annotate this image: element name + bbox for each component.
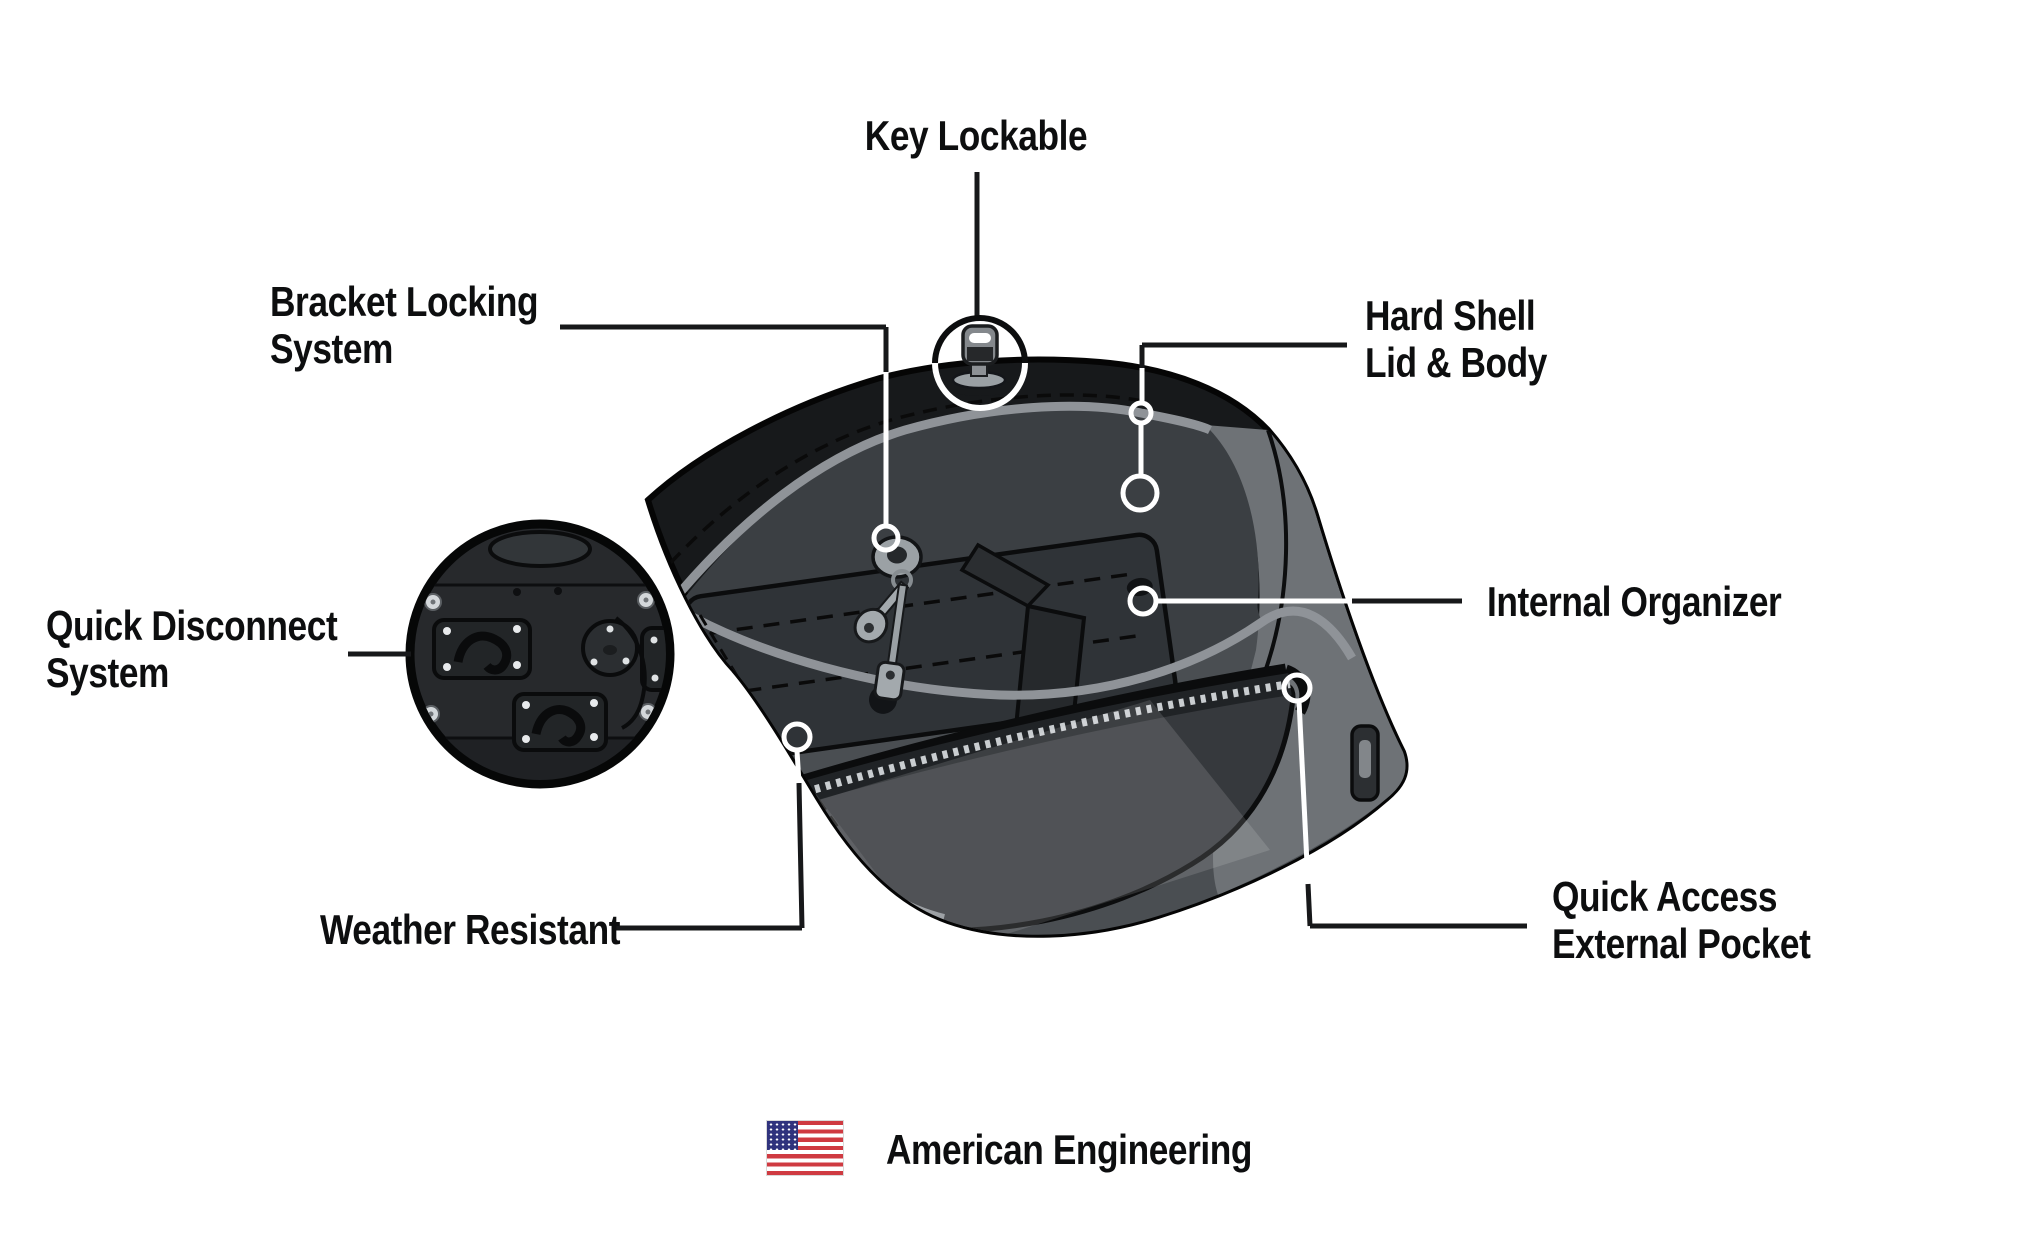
- marker-organizer: [1127, 585, 1159, 617]
- callout-line: Quick Access: [1552, 873, 1778, 920]
- carry-handle: [488, 530, 592, 568]
- callout-internal-organizer: Internal Organizer: [1487, 578, 1782, 625]
- callout-line: Quick Disconnect: [46, 602, 338, 649]
- key-icon: [853, 580, 910, 644]
- callout-hard-shell-lid-body: Hard Shell Lid & Body: [1365, 292, 1547, 386]
- callout-quick-disconnect-system: Quick Disconnect System: [46, 602, 338, 696]
- key-lock-badge: [932, 315, 1028, 411]
- key-icon-2: [873, 583, 909, 702]
- marker-weather: [781, 721, 813, 753]
- left-edge-stitching: [698, 614, 842, 831]
- marker-lid: [1128, 400, 1154, 426]
- callout-line: System: [270, 325, 393, 372]
- callout-weather-resistant: Weather Resistant: [320, 906, 621, 953]
- leader-hard-shell: [1120, 342, 1347, 513]
- zipper-teeth: [750, 680, 1291, 812]
- pocket-flap-edge: [740, 663, 1288, 807]
- pocket-flap-curl: [1283, 664, 1311, 715]
- retention-strap-fold: [959, 542, 1051, 609]
- key-lock-icon: [961, 324, 999, 366]
- callout-line: External Pocket: [1552, 920, 1811, 967]
- hook-bracket-a: [432, 618, 532, 680]
- hook-bracket-b: [512, 692, 608, 752]
- footer-american-engineering: American Engineering: [886, 1126, 1253, 1173]
- lid-piping-upper: [668, 401, 1213, 605]
- leader-internal-organizer: [1127, 585, 1462, 617]
- leader-weather-resistant: [615, 721, 813, 931]
- marker-pocket: [1281, 672, 1313, 704]
- usa-flag-canton: [767, 1121, 798, 1150]
- usa-flag-icon: [767, 1121, 843, 1175]
- callout-bracket-locking-system: Bracket Locking System: [270, 278, 539, 372]
- leader-quick-access: [1281, 672, 1527, 929]
- callout-line: Hard Shell: [1365, 292, 1536, 339]
- leader-lines: [348, 172, 1527, 931]
- lid-stitching: [653, 393, 1144, 582]
- callout-quick-access-external-pocket: Quick Access External Pocket: [1552, 873, 1811, 967]
- side-latch: [1350, 724, 1380, 802]
- callout-line: Lid & Body: [1365, 339, 1547, 386]
- lid-piping-lower: [673, 604, 1356, 700]
- marker-bracket-lock: [871, 523, 901, 553]
- callout-key-lockable: Key Lockable: [864, 112, 1088, 159]
- release-cable: [614, 616, 647, 730]
- leader-bracket-locking: [560, 324, 901, 553]
- quick-disconnect-mount-inset: [405, 519, 675, 789]
- saddlebag: [644, 356, 1409, 938]
- callout-line: Bracket Locking: [270, 278, 539, 325]
- marker-body: [1120, 473, 1160, 513]
- callout-line: System: [46, 649, 169, 696]
